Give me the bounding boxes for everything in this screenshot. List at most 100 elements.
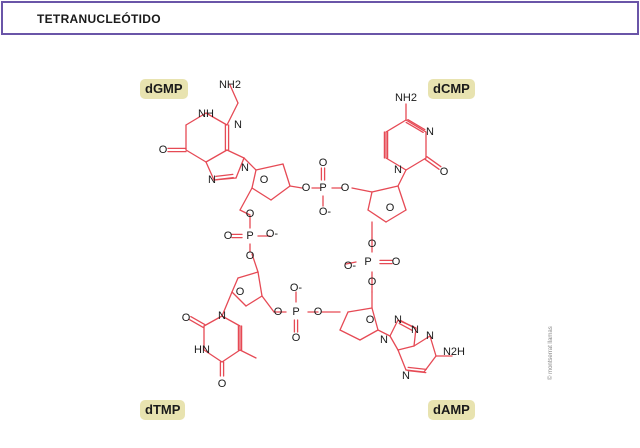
guanine-ring-bond: [185, 112, 207, 126]
atom-n-a9: N: [380, 334, 388, 346]
adenine-5ring: [389, 319, 399, 337]
atom-p-4: P: [246, 230, 253, 242]
bond: [239, 187, 253, 211]
guanine-ring-bond: [205, 149, 228, 163]
glycosidic-bond-a: [377, 329, 391, 337]
atom-o-t4: O: [218, 378, 227, 390]
cytosine-ring: [385, 119, 407, 133]
atom-o-5t: O: [274, 306, 283, 318]
adenine-6ring: [397, 349, 407, 371]
atom-nh2-c: NH2: [395, 92, 417, 104]
atom-o-minus-p1: O-: [319, 206, 332, 218]
sugar-damp: [339, 329, 361, 341]
cytosine-carbonyl: [424, 158, 440, 170]
sugar-dcmp: [385, 209, 407, 223]
cytosine-double-2: [405, 121, 424, 134]
sugar-damp: [359, 329, 379, 341]
atom-n-a7: N: [394, 314, 402, 326]
label-dcmp: dCMP: [428, 79, 475, 99]
atom-n-c1: N: [394, 164, 402, 176]
sugar-dtmp: [231, 277, 239, 293]
thymine-carbonyl-2: [190, 315, 206, 326]
atom-o-p3-bottom: O: [292, 332, 301, 344]
sugar-dcmp: [397, 185, 407, 211]
thymine-methyl: [239, 349, 257, 359]
atom-o-p4-left: O: [224, 230, 233, 242]
atom-o-g: O: [159, 144, 168, 156]
atom-n2h-a: N2H: [443, 346, 465, 358]
atom-n-t1: N: [218, 310, 226, 322]
guanine-nh2-bond: [226, 102, 239, 126]
atom-o-3a: O: [314, 306, 323, 318]
thymine-ring: [203, 315, 223, 327]
atom-o-3c: O: [368, 238, 377, 250]
bond: [261, 295, 275, 313]
cytosine-ring: [405, 119, 427, 133]
title-bar: TETRANUCLEÓTIDO: [1, 1, 639, 35]
atom-n-a3: N: [402, 370, 410, 382]
sugar-dgmp: [251, 187, 272, 201]
atom-o-sugar-a: O: [366, 314, 375, 326]
adenine-5ring: [389, 335, 399, 351]
adenine-5ring-double: [400, 319, 415, 329]
atom-n-g9: N: [241, 162, 249, 174]
atom-n-g7: N: [208, 174, 216, 186]
sugar-damp: [339, 311, 349, 331]
sugar-damp: [347, 307, 373, 313]
label-damp: dAMP: [428, 400, 475, 420]
sugar-dgmp: [270, 185, 291, 201]
sugar-dgmp: [251, 169, 257, 189]
atom-nh2-g: NH2: [219, 79, 241, 91]
copyright-note: © montserrat llamas: [548, 326, 554, 380]
atom-p-3: P: [292, 306, 299, 318]
label-dgmp: dGMP: [140, 79, 188, 99]
atom-o-5c: O: [341, 182, 350, 194]
bond: [289, 185, 303, 189]
sugar-damp: [371, 307, 379, 331]
atom-o-c2: O: [440, 166, 449, 178]
label-dtmp: dTMP: [140, 400, 186, 420]
atom-nh-g: NH: [198, 108, 214, 120]
atom-p-2: P: [364, 256, 371, 268]
adenine-6ring: [429, 335, 437, 357]
bond: [239, 209, 251, 216]
thymine-ring: [221, 349, 241, 363]
atom-o-5g: O: [246, 208, 255, 220]
thymine-carbonyl-2: [188, 318, 204, 329]
guanine-5ring-double: [215, 173, 234, 178]
cytosine-ring: [385, 157, 407, 171]
atom-o-minus-p3: O-: [290, 282, 303, 294]
sugar-dcmp: [367, 191, 373, 211]
atom-n-a1: N: [411, 324, 419, 336]
atom-o-p2-right: O: [392, 256, 401, 268]
thymine-ring: [221, 315, 241, 327]
atom-o-minus-p4: O-: [266, 228, 279, 240]
atom-o-minus-p2: O-: [344, 260, 357, 272]
guanine-ring-bond: [185, 149, 207, 163]
atom-n-c3: N: [426, 126, 434, 138]
atom-o-t2: O: [182, 312, 191, 324]
atom-o-3t: O: [246, 250, 255, 262]
adenine-6ring-double: [407, 369, 427, 374]
sugar-dtmp: [231, 291, 247, 307]
sugar-dtmp: [237, 271, 259, 279]
atom-o-sugar-c: O: [386, 202, 395, 214]
atom-o-sugar-g: O: [260, 174, 269, 186]
atom-p-1: P: [319, 182, 326, 194]
bond: [351, 187, 373, 193]
atom-n-g1: N: [234, 119, 242, 131]
thymine-ring: [203, 349, 223, 363]
bond: [251, 253, 259, 273]
guanine-5ring: [235, 157, 245, 179]
adenine-5ring: [413, 327, 417, 347]
glycosidic-bond-t: [221, 291, 233, 317]
sugar-dcmp: [371, 185, 399, 193]
glycosidic-bond-g: [243, 157, 257, 171]
atom-o-3g: O: [302, 182, 311, 194]
cytosine-double-2: [407, 118, 426, 131]
sugar-dcmp: [367, 209, 387, 223]
atom-o-sugar-t: O: [236, 286, 245, 298]
guanine-ring-bond: [205, 112, 228, 126]
sugar-dtmp: [257, 271, 263, 297]
